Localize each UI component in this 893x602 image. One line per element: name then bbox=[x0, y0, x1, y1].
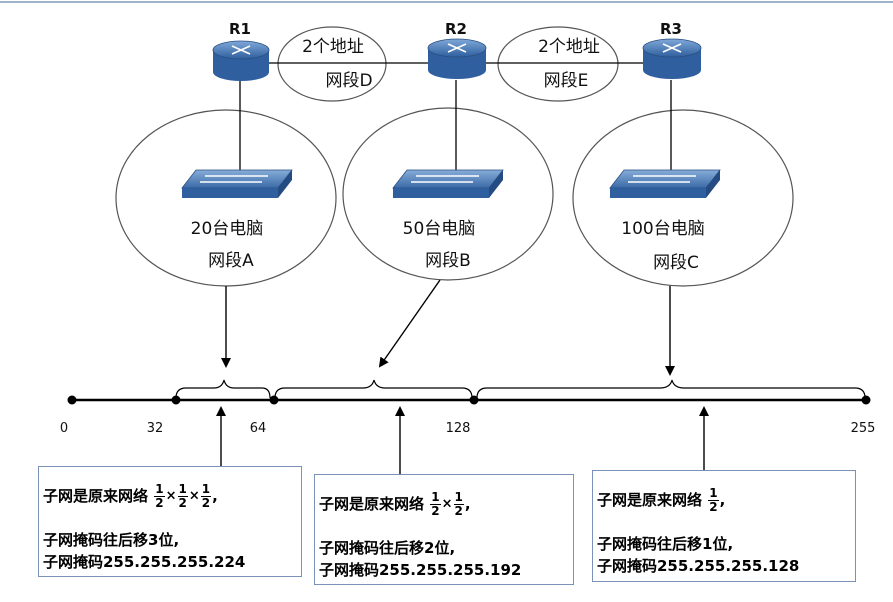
brace-b bbox=[274, 379, 473, 399]
box-line2: 子网掩码往后移3位, bbox=[43, 531, 180, 549]
link-d-line2: 网段D bbox=[325, 71, 372, 91]
number-line-dot-64 bbox=[269, 395, 279, 405]
router-r2 bbox=[427, 38, 487, 79]
router-arrows-icon bbox=[447, 43, 467, 53]
router-arrows-icon bbox=[662, 43, 682, 53]
number-line-dot-32 bbox=[171, 395, 181, 405]
box-line3: 子网掩码255.255.255.192 bbox=[319, 561, 522, 579]
number-line-dot-128 bbox=[469, 395, 479, 405]
tick-64: 64 bbox=[250, 421, 267, 436]
brace-a bbox=[175, 379, 271, 399]
switch-b bbox=[392, 169, 504, 198]
segment-b-name: 网段B bbox=[425, 251, 471, 271]
router-arrows-icon bbox=[231, 45, 251, 55]
segment-c-name: 网段C bbox=[653, 253, 699, 273]
box-line1-text: 子网是原来网络 bbox=[319, 495, 425, 513]
router-r2-label: R2 bbox=[445, 20, 467, 38]
switch-arrows-icon bbox=[411, 175, 479, 183]
switch-arrows-icon bbox=[628, 175, 696, 183]
box-line1-text: 子网是原来网络 bbox=[597, 491, 703, 509]
segment-a-name: 网段A bbox=[208, 251, 254, 271]
segment-b-hosts: 50台电脑 bbox=[403, 219, 476, 239]
switch-arrows-icon bbox=[200, 175, 268, 183]
box-line2: 子网掩码往后移1位, bbox=[597, 535, 734, 553]
arrow-segment-b bbox=[378, 279, 441, 368]
router-r1 bbox=[212, 40, 270, 81]
box-line3: 子网掩码255.255.255.128 bbox=[597, 557, 800, 575]
link-ellipse-d bbox=[277, 26, 387, 102]
tick-0: 0 bbox=[60, 421, 68, 436]
number-line-dot-0 bbox=[67, 395, 77, 405]
box-line1-text: 子网是原来网络 bbox=[43, 487, 149, 505]
segment-a-hosts: 20台电脑 bbox=[191, 219, 264, 239]
switch-a bbox=[181, 169, 293, 198]
tick-255: 255 bbox=[851, 421, 876, 436]
tick-128: 128 bbox=[446, 421, 471, 436]
brace-c bbox=[476, 379, 866, 399]
link-ellipse-e bbox=[497, 26, 619, 102]
number-line-dot-255 bbox=[861, 395, 871, 405]
box-line2: 子网掩码往后移2位, bbox=[319, 539, 456, 557]
box-line3: 子网掩码255.255.255.224 bbox=[43, 553, 246, 571]
router-r1-label: R1 bbox=[229, 20, 251, 38]
link-d-line1: 2个地址 bbox=[302, 37, 364, 57]
segment-c-hosts: 100台电脑 bbox=[621, 219, 704, 239]
link-e-line2: 网段E bbox=[544, 71, 589, 91]
link-e-line1: 2个地址 bbox=[538, 37, 600, 57]
tick-32: 32 bbox=[147, 421, 164, 436]
router-r3-label: R3 bbox=[660, 20, 682, 38]
router-r3 bbox=[642, 38, 702, 79]
switch-c bbox=[609, 169, 721, 198]
